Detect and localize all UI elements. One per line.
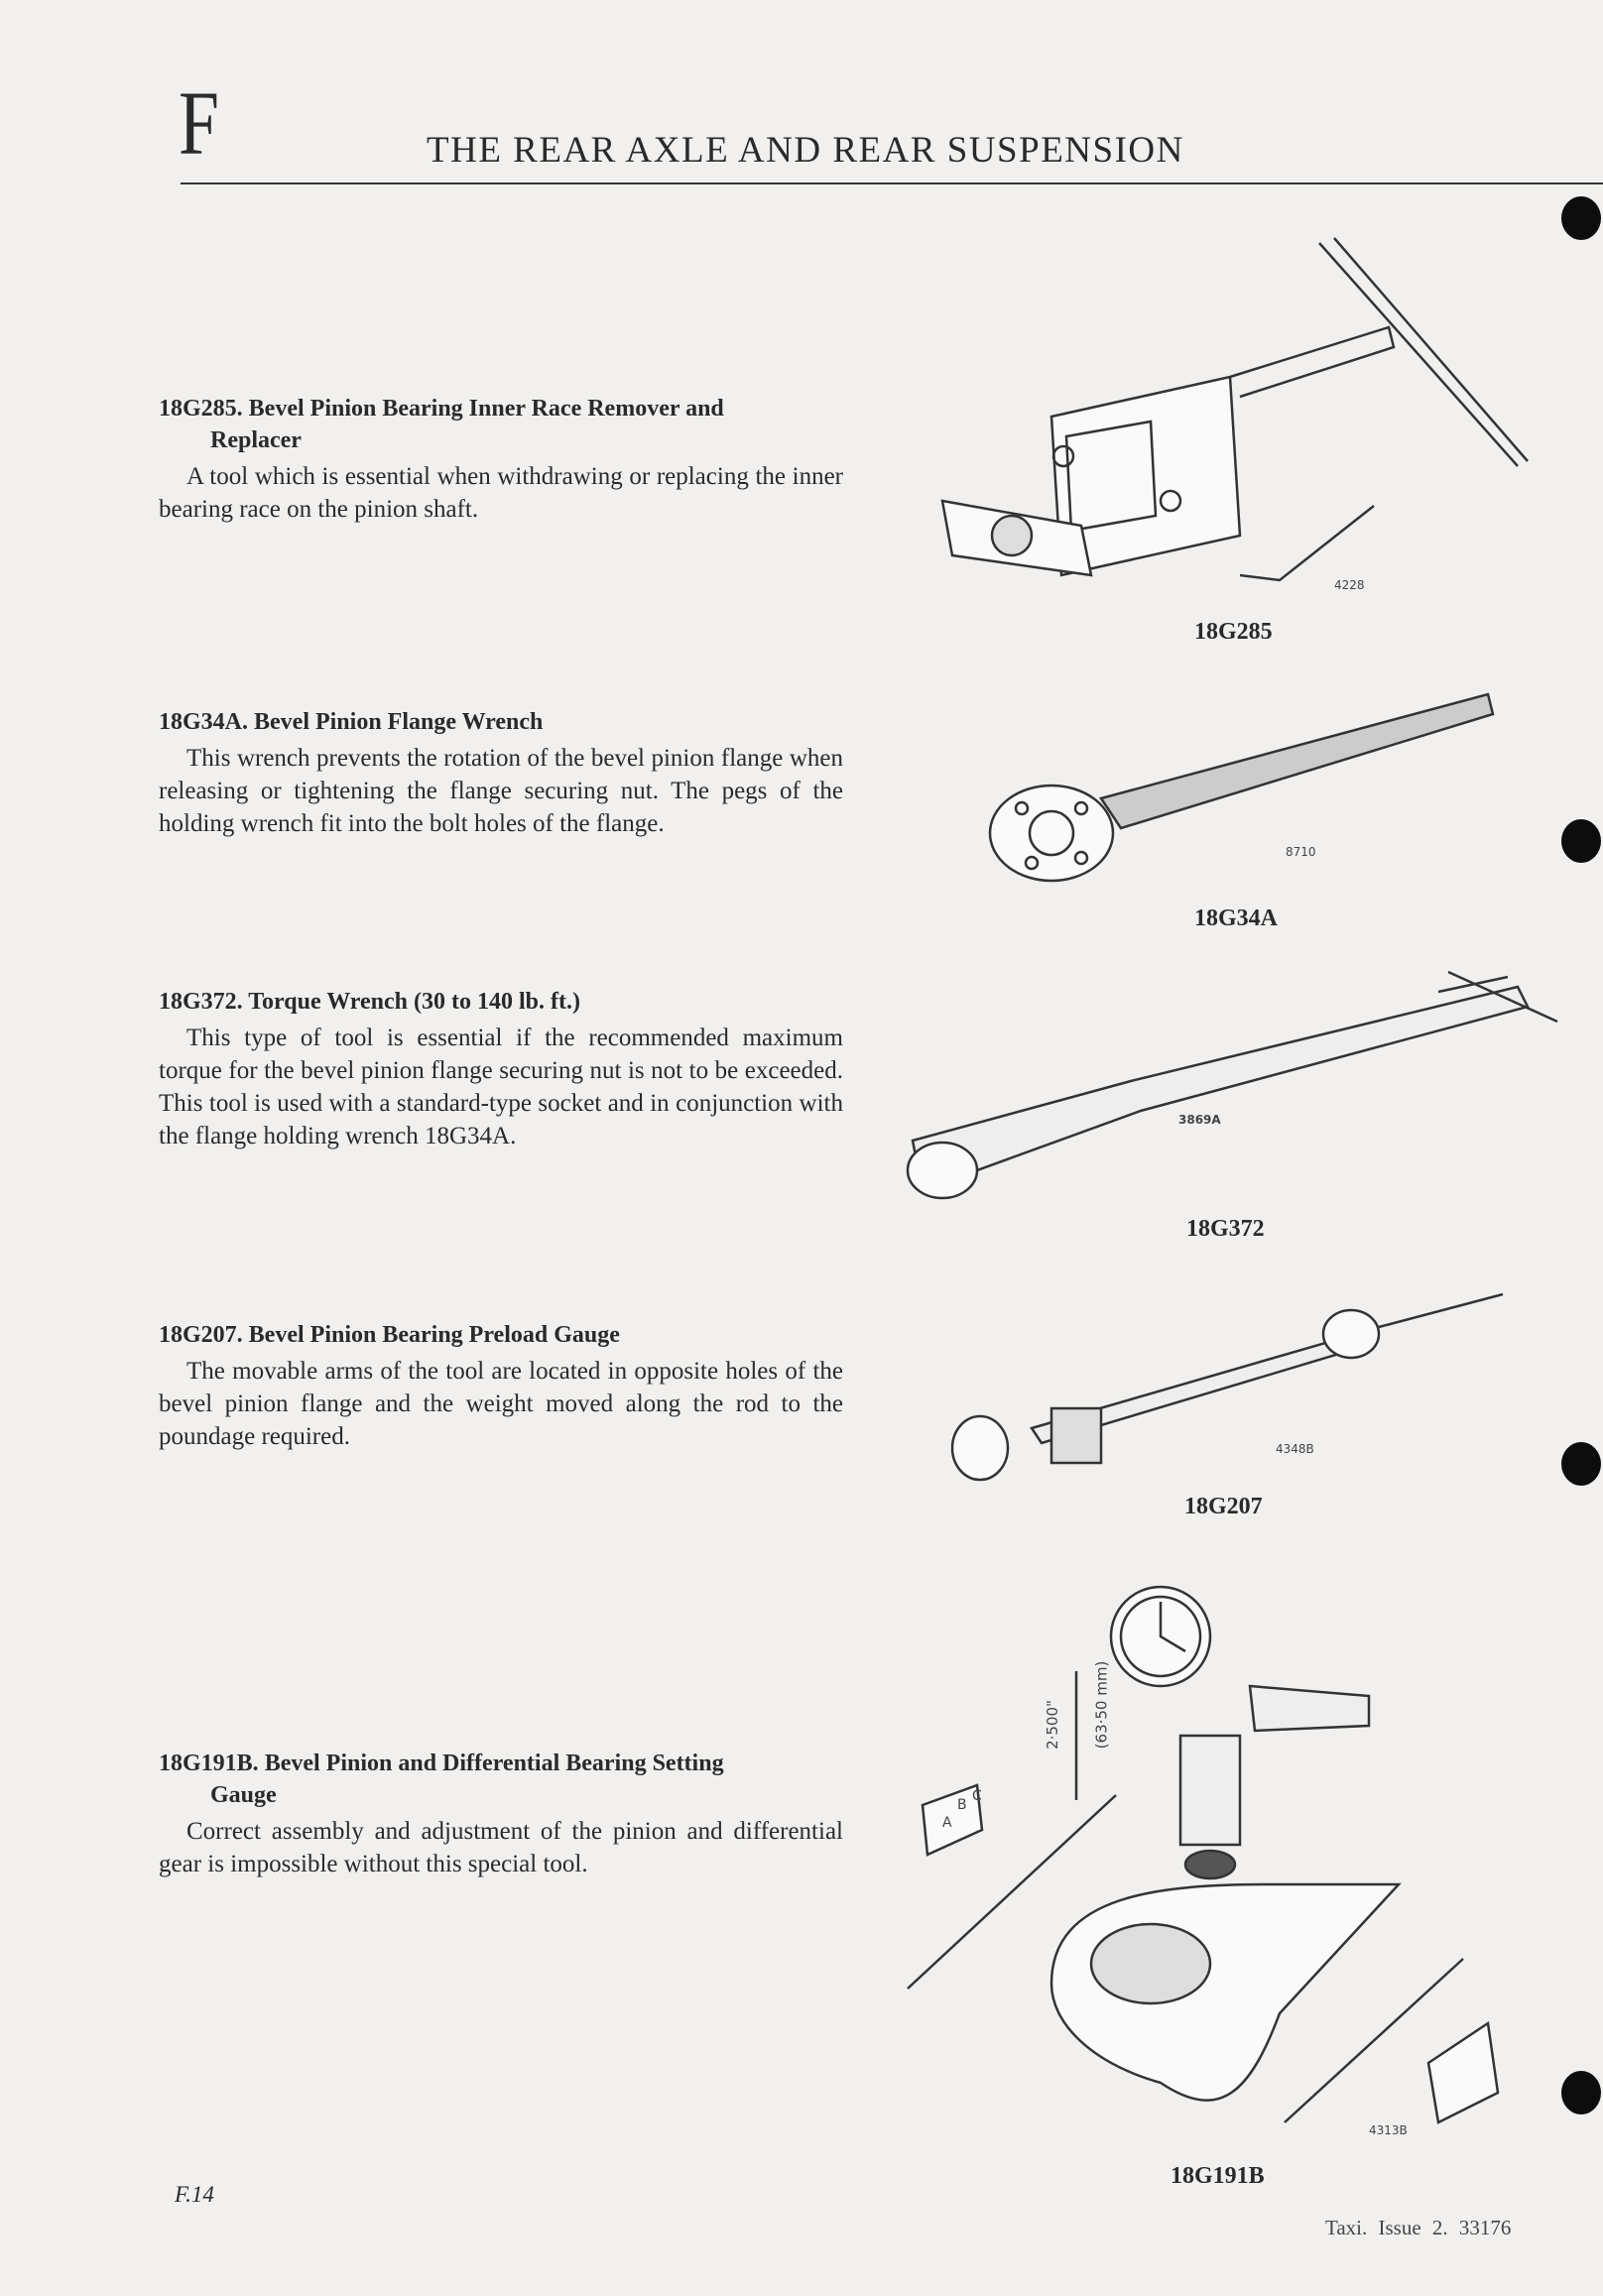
page-number: F.14 (175, 2182, 214, 2207)
figure-number: 8710 (1286, 845, 1316, 859)
tool-entry-18g191b: 18G191B. Bevel Pinion and Differential B… (159, 1748, 843, 1880)
tool-description: This type of tool is essential if the re… (159, 1025, 843, 1149)
block-label-a: A (942, 1815, 952, 1831)
section-letter: F (179, 72, 219, 174)
tool-entry-18g34a: 18G34A. Bevel Pinion Flange Wrench This … (159, 706, 843, 840)
tool-heading: 18G191B. Bevel Pinion and Differential B… (159, 1751, 724, 1808)
figure-number: 4228 (1334, 578, 1365, 592)
page-title: THE REAR AXLE AND REAR SUSPENSION (427, 130, 1184, 171)
binder-hole (1561, 819, 1601, 863)
torque-wrench-illustration (906, 970, 1558, 1200)
tool-description: A tool which is essential when withdrawi… (159, 463, 843, 523)
tool-description: Correct assembly and adjustment of the p… (159, 1818, 843, 1877)
tool-entry-18g285: 18G285. Bevel Pinion Bearing Inner Race … (159, 393, 843, 526)
block-label-c: C (972, 1788, 982, 1804)
tool-description: This wrench prevents the rotation of the… (159, 745, 843, 837)
issue-footer: Taxi. Issue 2. 33176 (1325, 2216, 1512, 2239)
figure-caption: 18G34A (1194, 906, 1278, 931)
dimension-inches: 2·500" (1043, 1700, 1061, 1750)
dimension-mm: (63·50 mm) (1092, 1660, 1111, 1750)
block-label-b: B (957, 1797, 967, 1813)
figure-number: 4348B (1276, 1442, 1314, 1456)
tool-heading: 18G285. Bevel Pinion Bearing Inner Race … (159, 396, 724, 453)
tool-heading: 18G34A. Bevel Pinion Flange Wrench (159, 709, 544, 735)
remover-replacer-illustration (940, 237, 1529, 582)
binder-hole (1561, 2071, 1601, 2115)
binder-hole (1561, 1442, 1601, 1486)
tool-entry-18g207: 18G207. Bevel Pinion Bearing Preload Gau… (159, 1319, 843, 1453)
flange-wrench-illustration (988, 692, 1495, 883)
header-rule (181, 182, 1603, 184)
tool-heading: 18G372. Torque Wrench (30 to 140 lb. ft.… (159, 989, 580, 1015)
figure-number: 3869A (1178, 1113, 1221, 1127)
binder-hole (1561, 196, 1601, 240)
setting-gauge-illustration (907, 1585, 1500, 2124)
preload-gauge-illustration (950, 1292, 1504, 1482)
figure-caption: 18G207 (1184, 1494, 1263, 1519)
figure-caption: 18G191B (1171, 2163, 1265, 2189)
figure-caption: 18G372 (1186, 1216, 1265, 1242)
tool-description: The movable arms of the tool are located… (159, 1358, 843, 1450)
tool-entry-18g372: 18G372. Torque Wrench (30 to 140 lb. ft.… (159, 986, 843, 1152)
tool-heading: 18G207. Bevel Pinion Bearing Preload Gau… (159, 1322, 620, 1348)
figure-number: 4313B (1369, 2123, 1408, 2137)
figure-caption: 18G285 (1194, 619, 1273, 645)
